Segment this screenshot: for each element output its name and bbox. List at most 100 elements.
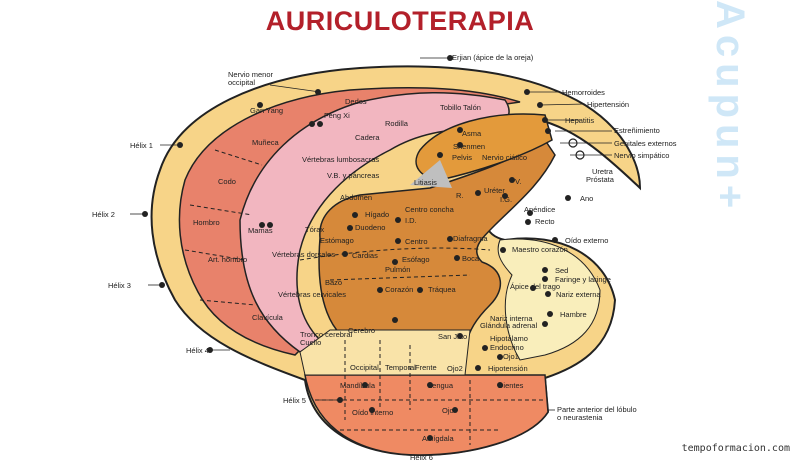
label-san-jiao: San Jiao [438, 332, 467, 341]
label-maestro-corazon: Maestro corazón [512, 245, 568, 254]
label-v: V. [515, 177, 521, 186]
label-corazon: Corazón [385, 285, 413, 294]
label-amigdala: Amígdala [422, 434, 455, 443]
label-higado: Hígado [365, 210, 389, 219]
label-occipital-lobe: Occipital [350, 363, 379, 372]
label-ano: Ano [580, 194, 593, 203]
label-rodilla: Rodilla [385, 119, 409, 128]
label-torax: Tórax [305, 225, 324, 234]
litiasis-marker [410, 160, 452, 188]
label-pulmon: Pulmón [385, 265, 410, 274]
label-helix6: Hélix 6 [410, 453, 433, 462]
label-helix2: Hélix 2 [92, 210, 115, 219]
label-ojo1: Ojo1 [503, 352, 519, 361]
label-mandibula: Mandíbula [340, 381, 376, 390]
label-estrenimiento: Estreñimiento [614, 126, 660, 135]
brand-watermark: Acupun+ [708, 0, 752, 215]
label-ig: I.G. [500, 195, 512, 204]
label-centro: Centro [405, 237, 428, 246]
label-nariz-externa: Nariz externa [556, 290, 601, 299]
label-tobillo: Tobillo [440, 103, 461, 112]
label-estomago: Estómago [320, 236, 354, 245]
label-helix1: Hélix 1 [130, 141, 153, 150]
label-vertebras-dorsales: Vértebras dorsales [272, 250, 335, 259]
label-feng-xi: Feng Xi [324, 111, 350, 120]
region-dividers [184, 149, 545, 445]
label-recto: Recto [535, 217, 555, 226]
ear-lobe-region [304, 374, 549, 456]
label-r: R. [456, 191, 464, 200]
label-genitales: Genitales externos [614, 139, 677, 148]
label-dedos: Dedos [345, 97, 367, 106]
label-glandula-adrenal: Glándula adrenal [480, 321, 537, 330]
label-id: I.D. [405, 216, 417, 225]
label-oido-externo: Oído externo [565, 236, 608, 245]
acupoint-markers [142, 55, 585, 441]
label-ojo: Ojo [442, 406, 454, 415]
label-hipotalamo: Hipotálamo [490, 334, 528, 343]
leader-lines [130, 57, 612, 411]
label-vb-pancreas: V.B. y páncreas [327, 171, 380, 180]
label-vertebras-lumbosacras: Vértebras lumbosacras [302, 155, 379, 164]
label-faringe: Faringe y laringe [555, 275, 611, 284]
label-occipital: occipital [228, 78, 255, 87]
label-centro-concha: Centro concha [405, 205, 455, 214]
label-cerebro: Cerebro [348, 326, 375, 335]
label-hambre: Hambre [560, 310, 587, 319]
label-nervio-simpatico: Nervio simpático [614, 151, 669, 160]
label-hipertension: Hipertensión [587, 100, 629, 109]
ear-brainstem-region [299, 329, 471, 376]
label-temporal: Temporal [385, 363, 416, 372]
label-neurastenia: o neurastenia [557, 413, 603, 422]
page-title: AURICULOTERAPIA [265, 6, 535, 36]
label-duodeno: Duodeno [355, 223, 385, 232]
ear-tragus-region [497, 238, 601, 361]
label-litiasis: Litiasis [414, 178, 437, 187]
label-endocrino: Endocrino [490, 343, 524, 352]
label-hemorroides: Hemorroides [562, 88, 605, 97]
label-nariz-interna: Nariz interna [490, 314, 533, 323]
label-cardias: Cardias [352, 251, 378, 260]
label-diafragma: Diafragma [453, 234, 488, 243]
label-oido-interno: Oído interno [352, 408, 393, 417]
label-ureter: Uréter [484, 186, 505, 195]
label-traquea: Tráquea [428, 285, 456, 294]
label-sed: Sed [555, 266, 568, 275]
label-esofago: Esófago [402, 255, 430, 264]
label-erjian: Erjian (ápice de la oreja) [452, 53, 534, 62]
label-apice-trago: Ápice del trago [510, 282, 560, 291]
label-helix4: Hélix 4 [186, 346, 209, 355]
label-hombro: Hombro [193, 218, 220, 227]
label-art-hombro: Art. hombro [208, 255, 247, 264]
label-cadera: Cadera [355, 133, 380, 142]
label-vertebras-cervicales: Vértebras cervicales [278, 290, 346, 299]
label-talon: Talón [463, 103, 481, 112]
label-prostata: Próstata [586, 175, 615, 184]
label-ojo2: Ojo2 [447, 364, 463, 373]
label-asma: Asma [462, 129, 482, 138]
label-parte-anterior: Parte anterior del lóbulo [557, 405, 637, 414]
label-apendice: Apéndice [524, 205, 555, 214]
label-hipotension: Hipotensión [488, 364, 528, 373]
label-gan-yang: Gan Yang [250, 106, 283, 115]
label-cuello: Cuello [300, 338, 321, 347]
label-lengua: Lengua [428, 381, 454, 390]
label-pelvis: Pelvis [452, 153, 472, 162]
site-watermark: tempoformacion.com [681, 443, 790, 454]
label-frente: Frente [415, 363, 437, 372]
label-munieca: Muñeca [252, 138, 280, 147]
label-nervio-menor: Nervio menor [228, 70, 274, 79]
label-mamas: Mamas [248, 226, 273, 235]
label-boca: Boca [462, 254, 480, 263]
label-nervio-ciatico: Nervio ciático [482, 153, 527, 162]
label-tronco-cerebral: Tronco cerebral [300, 330, 353, 339]
label-helix5: Hélix 5 [283, 396, 306, 405]
label-codo: Codo [218, 177, 236, 186]
label-abdomen: Abdomen [340, 193, 372, 202]
label-helix3: Hélix 3 [108, 281, 131, 290]
label-bazo: Bazo [325, 278, 342, 287]
label-clavicula: Clavícula [252, 313, 284, 322]
label-hepatitis: Hepatitis [565, 116, 594, 125]
